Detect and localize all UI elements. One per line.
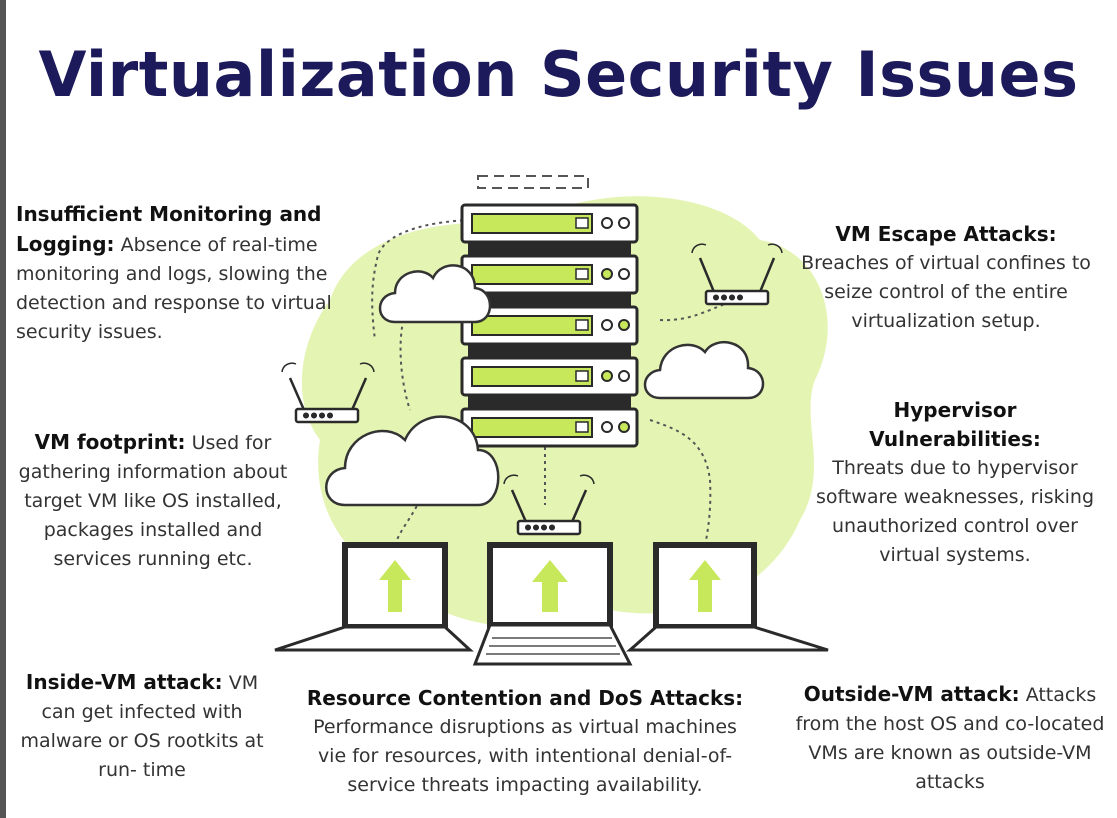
section-inside-vm: Inside-VM attack: VM can get infected wi… (10, 668, 274, 785)
router-icon (503, 474, 595, 536)
section-hypervisor: Hypervisor Vulnerabilities: Threats due … (800, 396, 1110, 570)
section-text: Used for gathering information about tar… (18, 432, 288, 570)
cloud-icon (378, 264, 492, 324)
cloud-icon (325, 415, 500, 507)
section-heading: Insufficient Monitoring and Logging: (16, 202, 322, 256)
section-text: Attacks from the host OS and co-located … (795, 684, 1105, 793)
section-heading: VM Escape Attacks: (835, 222, 1057, 246)
section-heading: VM footprint: (34, 430, 186, 454)
section-text: VM can get infected with malware or OS r… (20, 672, 264, 781)
router-icon (281, 362, 375, 424)
section-outside-vm: Outside-VM attack: Attacks from the host… (795, 680, 1105, 797)
section-resource-dos: Resource Contention and DoS Attacks: Per… (300, 684, 750, 800)
laptop-icon (274, 542, 474, 652)
section-text: Breaches of virtual confines to seize co… (801, 252, 1091, 332)
section-text: Threats due to hypervisor software weakn… (815, 457, 1095, 566)
upload-arrow-icon (689, 560, 721, 612)
server-rack-icon (460, 175, 639, 448)
router-icon (691, 243, 783, 306)
section-heading: Outside-VM attack: (803, 682, 1020, 706)
page-title: Virtualization Security Issues (38, 38, 1079, 111)
section-heading: Hypervisor Vulnerabilities: (869, 398, 1041, 451)
section-footprint: VM footprint: Used for gathering informa… (18, 428, 288, 574)
laptop-icon (626, 542, 829, 652)
laptop-icon (472, 542, 633, 666)
cloud-icon (643, 340, 765, 400)
section-text: Performance disruptions as virtual machi… (313, 716, 737, 796)
upload-arrow-icon (379, 560, 411, 612)
window-edge (0, 0, 6, 818)
section-heading: Resource Contention and DoS Attacks: (306, 686, 744, 710)
section-text: Absence of real-time monitoring and logs… (16, 234, 332, 343)
section-heading: Inside-VM attack: (25, 670, 223, 694)
section-vm-escape: VM Escape Attacks: Breaches of virtual c… (800, 220, 1092, 336)
section-monitoring: Insufficient Monitoring and Logging: Abs… (16, 200, 334, 347)
upload-arrow-icon (532, 560, 568, 612)
